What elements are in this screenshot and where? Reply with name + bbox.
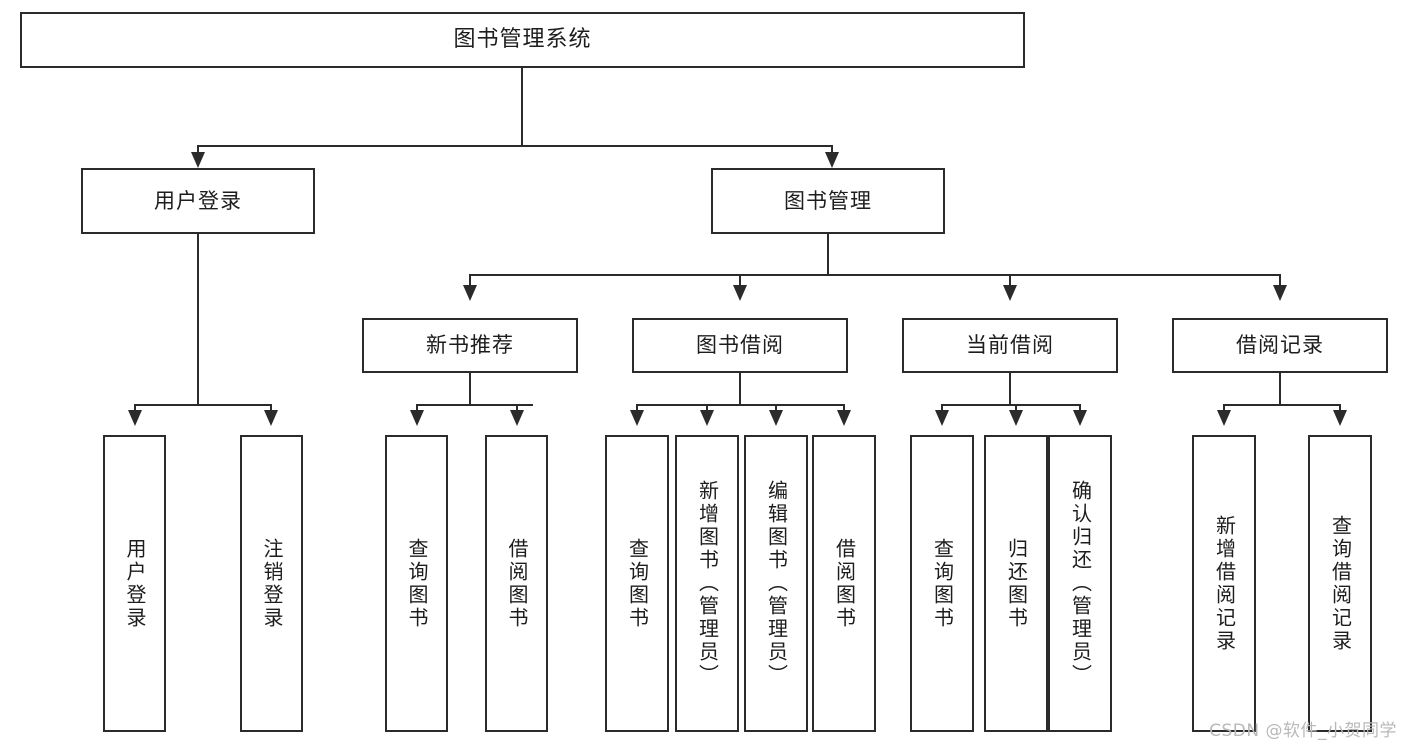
arrowhead-leaf-query-book-2 (630, 410, 644, 426)
node-leaf-query-book-current[interactable]: 查询图书 (910, 435, 974, 732)
connector-book-borrow-trunk (739, 373, 741, 405)
node-leaf-add-borrow-record[interactable]: 新增借阅记录 (1192, 435, 1256, 732)
arrowhead-current-borrow (1003, 285, 1017, 301)
node-leaf-borrow-book-recommend[interactable]: 借阅图书 (485, 435, 548, 732)
node-label: 当前借阅 (966, 333, 1054, 358)
connector-borrow-record-bus (1223, 404, 1341, 406)
node-leaf-user-login[interactable]: 用户登录 (103, 435, 166, 732)
node-borrow-record[interactable]: 借阅记录 (1172, 318, 1388, 373)
node-label: 借阅图书 (505, 537, 529, 630)
node-book-management-system[interactable]: 图书管理系统 (20, 12, 1025, 68)
node-leaf-confirm-return-admin[interactable]: 确认归还（管理员） (1048, 435, 1112, 732)
connector-new-book-trunk (469, 373, 471, 405)
node-label: 新书推荐 (426, 333, 514, 358)
node-label: 新增图书（管理员） (695, 480, 720, 687)
node-label: 查询图书 (405, 537, 429, 630)
arrowhead-leaf-query-book-3 (935, 410, 949, 426)
arrowhead-leaf-add-book-admin (700, 410, 714, 426)
csdn-watermark: CSDN @软件_小贺同学 (1209, 721, 1397, 741)
connector-borrow-record-drop-2 (1339, 404, 1341, 414)
node-label: 查询图书 (625, 537, 650, 630)
node-book-management[interactable]: 图书管理 (711, 168, 945, 234)
arrowhead-leaf-query-book-1 (410, 410, 424, 426)
connector-current-borrow-drop-1 (941, 404, 943, 414)
connector-book-manage-drop-4 (1279, 274, 1281, 290)
connector-current-borrow-drop-2 (1015, 404, 1017, 414)
node-label: 新增借阅记录 (1212, 514, 1237, 653)
node-label: 图书管理 (784, 188, 872, 213)
node-current-borrow[interactable]: 当前借阅 (902, 318, 1118, 373)
connector-new-book-bus (416, 404, 533, 406)
node-label: 查询图书 (930, 537, 955, 630)
arrowhead-leaf-add-borrow-record (1217, 410, 1231, 426)
connector-root-bus (197, 145, 833, 147)
node-label: 图书管理系统 (453, 27, 592, 53)
arrowhead-leaf-user-logout (264, 410, 278, 426)
connector-borrow-record-drop-1 (1223, 404, 1225, 414)
arrowhead-user-login (191, 152, 205, 168)
connector-root-trunk (521, 68, 523, 145)
connector-book-manage-drop-2 (739, 274, 741, 290)
node-leaf-user-logout[interactable]: 注销登录 (240, 435, 303, 732)
node-leaf-edit-book-admin[interactable]: 编辑图书（管理员） (744, 435, 808, 732)
connector-book-borrow-drop-1 (636, 404, 638, 414)
arrowhead-leaf-query-borrow-record (1333, 410, 1347, 426)
connector-current-borrow-drop-3 (1079, 404, 1081, 414)
node-book-borrow[interactable]: 图书借阅 (632, 318, 848, 373)
connector-user-login-bus (134, 404, 272, 406)
connector-book-borrow-drop-4 (843, 404, 845, 414)
connector-book-manage-drop-1 (469, 274, 471, 290)
connector-book-manage-bus (469, 274, 1281, 276)
node-label: 图书借阅 (696, 333, 784, 358)
arrowhead-leaf-confirm-return-admin (1073, 410, 1087, 426)
node-label: 用户登录 (123, 537, 147, 630)
connector-book-manage-drop-3 (1009, 274, 1011, 290)
node-leaf-query-borrow-record[interactable]: 查询借阅记录 (1308, 435, 1372, 732)
connector-current-borrow-bus (941, 404, 1080, 406)
connector-user-login-trunk (197, 234, 199, 405)
connector-book-borrow-drop-2 (706, 404, 708, 414)
node-label: 借阅图书 (832, 537, 857, 630)
node-leaf-borrow-book[interactable]: 借阅图书 (812, 435, 876, 732)
node-label: 注销登录 (260, 537, 284, 630)
arrowhead-new-book-recommend (463, 285, 477, 301)
node-new-book-recommend[interactable]: 新书推荐 (362, 318, 578, 373)
node-leaf-return-book[interactable]: 归还图书 (984, 435, 1048, 732)
arrowhead-leaf-user-login (128, 410, 142, 426)
connector-borrow-record-trunk (1279, 373, 1281, 405)
node-label: 借阅记录 (1236, 333, 1324, 358)
connector-new-book-drop-1 (416, 404, 418, 414)
connector-book-borrow-drop-3 (775, 404, 777, 414)
node-label: 编辑图书（管理员） (764, 480, 789, 687)
node-leaf-add-book-admin[interactable]: 新增图书（管理员） (675, 435, 739, 732)
arrowhead-borrow-record (1273, 285, 1287, 301)
arrowhead-leaf-borrow-book-2 (837, 410, 851, 426)
connector-new-book-drop-2 (516, 404, 518, 414)
arrowhead-leaf-return-book (1009, 410, 1023, 426)
connector-book-manage-trunk (827, 234, 829, 275)
arrowhead-book-manage (825, 152, 839, 168)
connector-current-borrow-trunk (1009, 373, 1011, 405)
node-leaf-query-book-recommend[interactable]: 查询图书 (385, 435, 448, 732)
arrowhead-leaf-edit-book-admin (769, 410, 783, 426)
node-label: 确认归还（管理员） (1068, 480, 1093, 687)
node-label: 用户登录 (154, 188, 242, 213)
arrowhead-leaf-borrow-book-1 (510, 410, 524, 426)
node-leaf-query-book-borrow[interactable]: 查询图书 (605, 435, 669, 732)
node-label: 查询借阅记录 (1328, 514, 1353, 653)
connector-book-borrow-bus (636, 404, 844, 406)
arrowhead-book-borrow (733, 285, 747, 301)
node-user-login[interactable]: 用户登录 (81, 168, 315, 234)
node-label: 归还图书 (1004, 537, 1029, 630)
